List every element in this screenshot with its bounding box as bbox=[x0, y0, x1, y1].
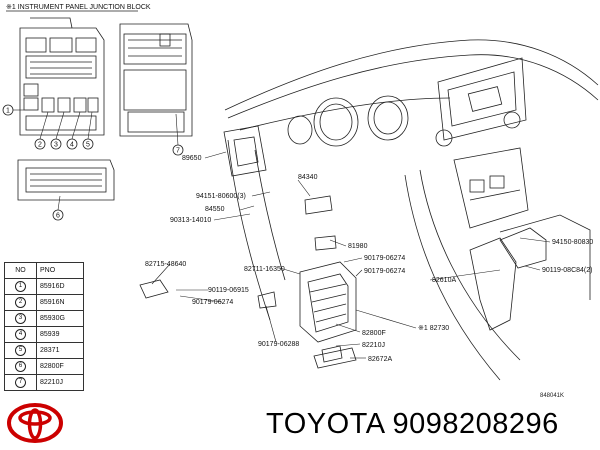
label-90313: 90313-14010 bbox=[170, 217, 211, 224]
label-82610a: 82610A bbox=[432, 277, 456, 284]
table-row-pno: 82210J bbox=[36, 374, 84, 391]
table-row-no: 6 bbox=[15, 361, 26, 372]
table-row: 3 85930G bbox=[4, 310, 84, 327]
label-81980: 81980 bbox=[348, 243, 368, 250]
table-row: 2 85916N bbox=[4, 294, 84, 311]
callout-1: 1 bbox=[6, 108, 10, 115]
table-header-row: NO PNO bbox=[4, 262, 84, 279]
label-84340: 84340 bbox=[298, 174, 318, 181]
table-row-no: 7 bbox=[15, 377, 26, 388]
table-header-no: NO bbox=[4, 262, 37, 279]
table-row-no: 5 bbox=[15, 345, 26, 356]
table-row-pno: 28371 bbox=[36, 342, 84, 359]
table-row: 1 85916D bbox=[4, 278, 84, 295]
callout-3: 3 bbox=[54, 142, 58, 149]
table-row-no: 3 bbox=[15, 313, 26, 324]
dashboard-drawing bbox=[139, 39, 599, 381]
label-82730: ※1 82730 bbox=[418, 325, 449, 332]
label-94151: 94151-80600(3) bbox=[196, 193, 246, 200]
table-row-pno: 85939 bbox=[36, 326, 84, 343]
callout-2: 2 bbox=[38, 142, 42, 149]
callout-6: 6 bbox=[56, 213, 60, 220]
label-90119-06915: 90119-06915 bbox=[208, 287, 249, 294]
junction-block-front bbox=[19, 17, 105, 136]
junction-block-side bbox=[119, 23, 193, 137]
label-94150: 94150-80830 bbox=[552, 239, 593, 246]
toyota-logo-icon bbox=[7, 403, 63, 443]
table-header-pno: PNO bbox=[36, 262, 84, 279]
table-row-no: 2 bbox=[15, 297, 26, 308]
parts-table: NO PNO 1 85916D 2 85916N 3 85930G 4 8593… bbox=[4, 262, 84, 391]
label-90179-06274-b: 90179-06274 bbox=[364, 255, 405, 262]
fuse-block-detail bbox=[17, 159, 115, 201]
table-row: 4 85939 bbox=[4, 326, 84, 343]
label-82711: 82711-16350 bbox=[244, 266, 285, 273]
callout-7: 7 bbox=[176, 148, 180, 155]
label-82210j: 82210J bbox=[362, 342, 385, 349]
table-row-pno: 85916D bbox=[36, 278, 84, 295]
label-90179-06288: 90179-06288 bbox=[258, 341, 299, 348]
label-90179-06274-a: 90179-06274 bbox=[192, 299, 233, 306]
header-title: ※1 INSTRUMENT PANEL JUNCTION BLOCK bbox=[6, 4, 151, 11]
table-row-pno: 85930G bbox=[36, 310, 84, 327]
table-row-no: 1 bbox=[15, 281, 26, 292]
brand-part-number: TOYOTA 9098208296 bbox=[266, 408, 559, 440]
callout-4: 4 bbox=[70, 142, 74, 149]
leader-lines bbox=[151, 151, 551, 359]
label-90179-06274-c: 90179-06274 bbox=[364, 268, 405, 275]
table-row-pno: 85916N bbox=[36, 294, 84, 311]
diagram-code: 848041K bbox=[540, 393, 565, 399]
callout-5: 5 bbox=[86, 142, 90, 149]
part-labels: 89650 84340 94151-80600(3) 84550 90313-1… bbox=[145, 155, 593, 363]
table-row: 7 82210J bbox=[4, 374, 84, 391]
table-row-no: 4 bbox=[15, 329, 26, 340]
label-82715: 82715-48640 bbox=[145, 261, 186, 268]
table-row-pno: 82800F bbox=[36, 358, 84, 375]
label-90119-08c84: 90119-08C84(2) bbox=[542, 267, 592, 274]
label-82800f: 82800F bbox=[362, 330, 386, 337]
callouts: 1 2 3 4 5 6 7 bbox=[2, 104, 184, 221]
table-row: 6 82800F bbox=[4, 358, 84, 375]
label-82672a: 82672A bbox=[368, 356, 392, 363]
table-row: 5 28371 bbox=[4, 342, 84, 359]
label-89650: 89650 bbox=[182, 155, 202, 162]
label-84550: 84550 bbox=[205, 206, 225, 213]
